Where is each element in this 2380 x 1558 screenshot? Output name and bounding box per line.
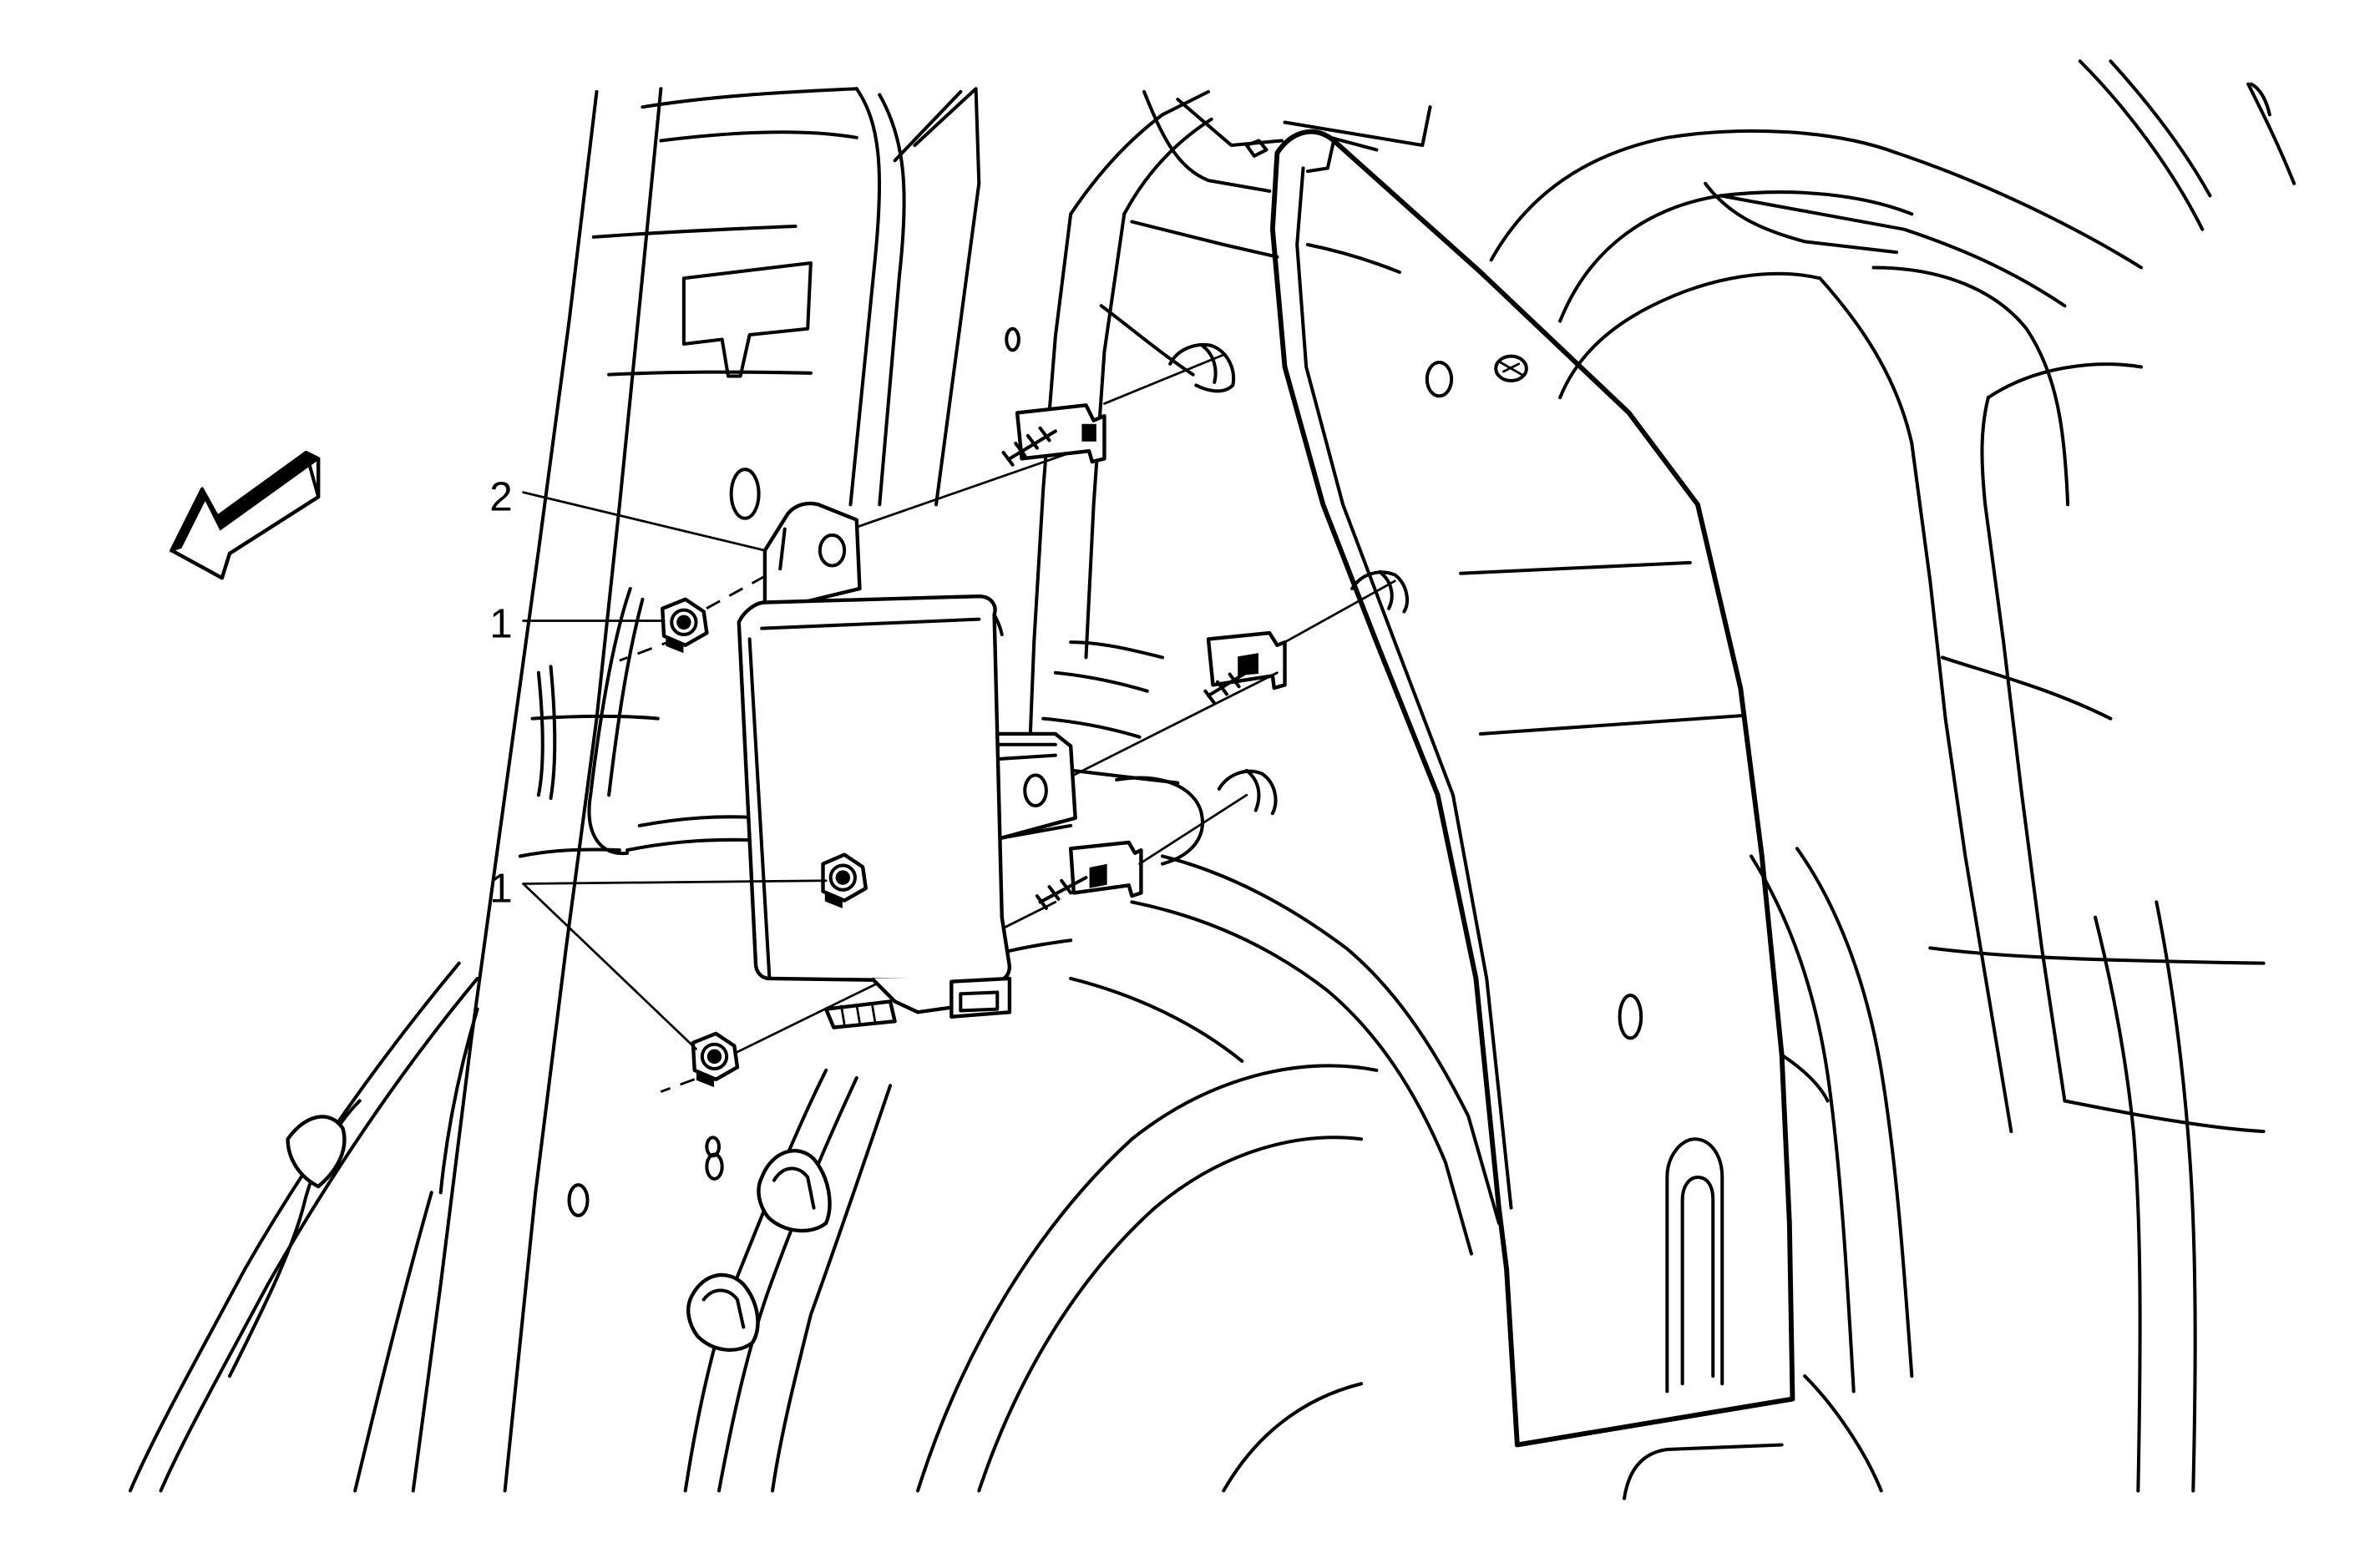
mounting-holes-and-studs bbox=[1001, 342, 1409, 910]
callout-label-1-upper: 1 bbox=[489, 601, 513, 647]
forward-arrow-icon bbox=[169, 450, 321, 580]
inner-panel bbox=[916, 59, 2296, 1500]
nut-middle bbox=[821, 852, 868, 908]
assembly-lines bbox=[619, 353, 1396, 1093]
nut-upper bbox=[661, 597, 709, 654]
callout-leaders bbox=[522, 491, 828, 1050]
callout-label-1-lower: 1 bbox=[489, 865, 513, 911]
reinforcement-bracket bbox=[1269, 129, 1830, 1448]
callout-label-2: 2 bbox=[489, 474, 513, 520]
pillar-structure bbox=[128, 87, 1020, 1493]
control-module bbox=[737, 501, 1077, 1029]
nut-lower bbox=[691, 1031, 740, 1088]
